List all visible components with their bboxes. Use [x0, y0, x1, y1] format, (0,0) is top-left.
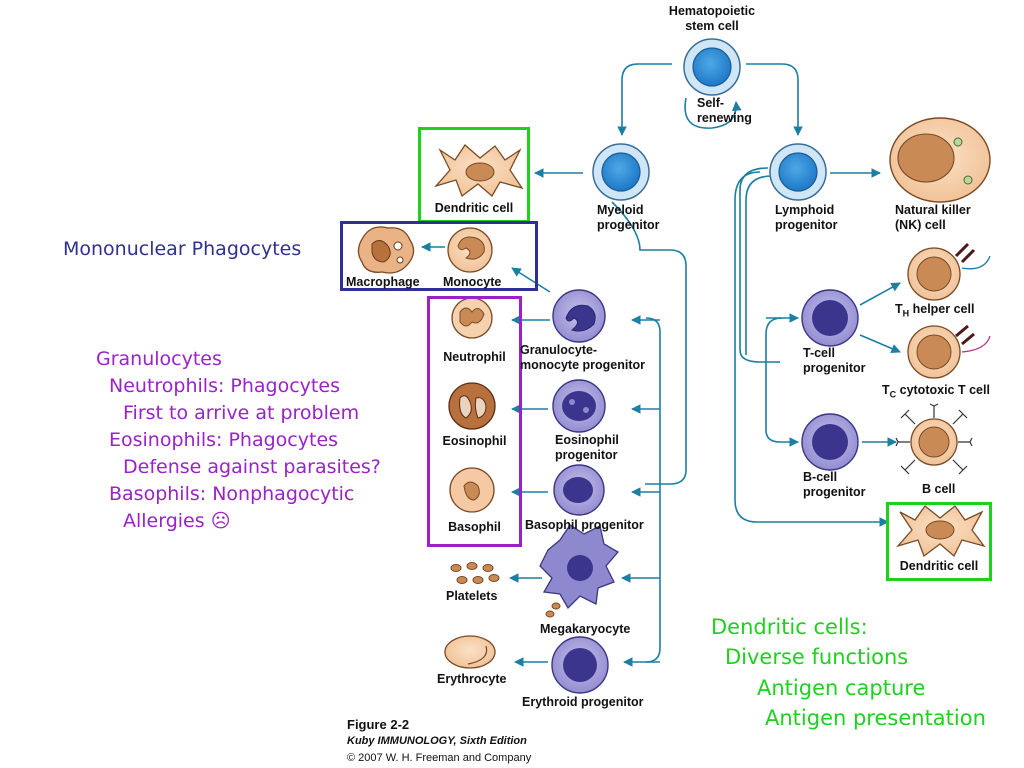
dendritic-note-line: Diverse functions: [725, 645, 909, 669]
b-cell-label: B cell: [922, 482, 956, 496]
dendritic-note-line: Dendritic cells:: [711, 615, 868, 639]
natural-killer-cell: [889, 117, 991, 203]
erythrocyte-cell: [444, 635, 496, 669]
dendritic-cell-label-bottom: Dendritic cell: [899, 559, 979, 573]
granulocytes-note-line: Allergies ☹: [123, 510, 231, 532]
dendritic-cell-label-top: Dendritic cell: [434, 201, 514, 215]
macrophage-cell: [357, 226, 415, 274]
erythroid-progenitor-label: Erythroid progenitor: [522, 695, 644, 709]
connector-lines: [421, 63, 901, 667]
dendritic-cell-lymphoid: [896, 505, 986, 558]
granulocytes-note-line: Granulocytes: [96, 348, 222, 370]
t-cell-progenitor-cell: [801, 289, 859, 347]
th-helper-cell-label: TH helper cell: [895, 302, 975, 319]
macrophage-label: Macrophage: [346, 275, 420, 289]
erythrocyte-label: Erythrocyte: [437, 672, 507, 686]
t-helper-cell: [907, 242, 991, 301]
granulocytes-note-line: Defense against parasites?: [123, 456, 381, 478]
monocyte-cell: [447, 227, 493, 273]
basophil-progenitor-cell: [553, 464, 605, 516]
dendritic-note-line: Antigen capture: [757, 676, 926, 700]
mononuclear-phagocytes-note: Mononuclear Phagocytes: [63, 238, 302, 260]
neutrophil-cell: [451, 297, 493, 339]
nk-cell-label: Natural killer(NK) cell: [895, 203, 971, 232]
lymphoid-progenitor-cell: [769, 143, 827, 201]
eosinophil-label: Eosinophil: [442, 434, 507, 448]
megakaryocyte-cell: [539, 524, 620, 618]
tc-cytotoxic-cell-label: TC cytotoxic T cell: [882, 383, 990, 400]
copyright-line: © 2007 W. H. Freeman and Company: [347, 752, 532, 764]
eosinophil-cell: [448, 382, 496, 430]
t-cytotoxic-cell: [907, 324, 991, 379]
basophil-cell: [449, 467, 495, 513]
monocyte-label: Monocyte: [443, 275, 502, 289]
dendritic-cell-myeloid: [434, 144, 524, 198]
basophil-label: Basophil: [448, 520, 501, 534]
figure-number: Figure 2-2: [347, 717, 410, 732]
platelets-label: Platelets: [446, 589, 498, 603]
neutrophil-label: Neutrophil: [443, 350, 506, 364]
granulocyte-monocyte-progenitor-cell: [552, 289, 606, 343]
book-title: Kuby IMMUNOLOGY, Sixth Edition: [347, 735, 527, 747]
granulocytes-note-line: Eosinophils: Phagocytes: [109, 429, 339, 451]
granulocytes-note-line: Neutrophils: Phagocytes: [109, 375, 340, 397]
dendritic-note-line: Antigen presentation: [765, 706, 986, 730]
hematopoietic-stem-cell: [683, 38, 741, 96]
gm-progenitor-label: Granulocyte-monocyte progenitor: [520, 343, 646, 372]
dendritic-cell-highlight-box-bottom: [886, 502, 992, 581]
basophil-progenitor-label: Basophil progenitor: [525, 518, 644, 532]
b-cell: [895, 403, 973, 475]
granulocytes-note-line: Basophils: Nonphagocytic: [109, 483, 355, 505]
megakaryocyte-label: Megakaryocyte: [540, 622, 631, 636]
eosinophil-progenitor-cell: [552, 379, 606, 433]
erythroid-progenitor-cell: [551, 636, 609, 694]
self-renewing-label: Self-renewing: [697, 96, 752, 125]
mononuclear-phagocyte-highlight-box: [340, 221, 538, 291]
platelets: [450, 562, 500, 584]
granulocyte-highlight-box: [427, 296, 522, 547]
granulocytes-note-line: First to arrive at problem: [123, 402, 360, 424]
myeloid-progenitor-cell: [592, 143, 650, 201]
b-cell-progenitor-cell: [801, 413, 859, 471]
